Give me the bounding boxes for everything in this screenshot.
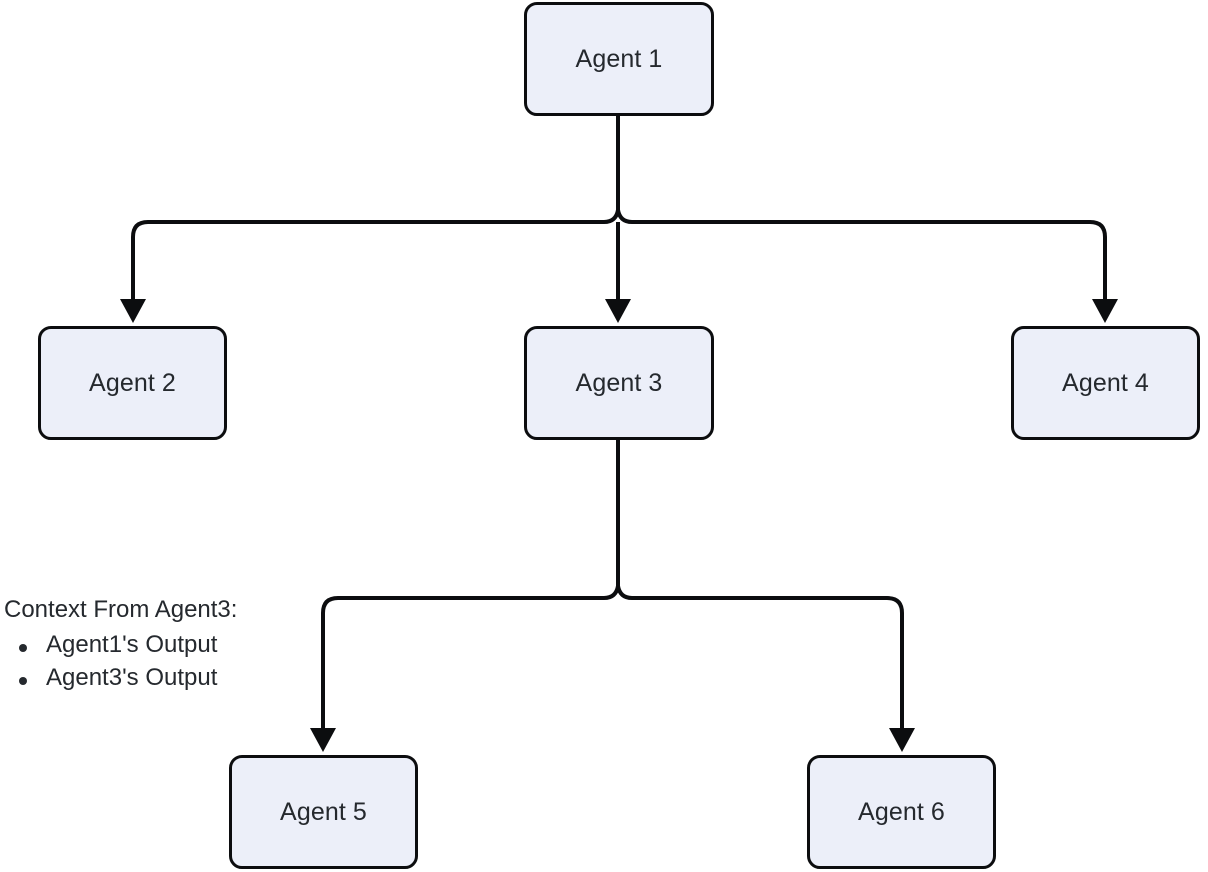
node-agent6-label: Agent 6 [858,797,945,826]
edge-agent1-agent4 [1089,220,1107,300]
context-annotation-list: Agent1's Output Agent3's Output [0,632,330,690]
edge-agent1-agent2 [131,220,149,300]
context-annotation: Context From Agent3: Agent1's Output Age… [0,596,330,690]
edge-fanout-bar-right [616,209,633,224]
arrowhead-to-agent6 [889,728,915,752]
arrowhead-to-agent2 [120,299,146,323]
arrowhead-to-agent3 [605,299,631,323]
node-agent4[interactable]: Agent 4 [1011,326,1200,440]
arrowhead-to-agent5 [310,728,336,752]
node-agent5-label: Agent 5 [280,797,367,826]
node-agent4-label: Agent 4 [1062,368,1149,397]
node-agent6[interactable]: Agent 6 [807,755,996,869]
context-annotation-item: Agent3's Output [0,665,330,690]
edge-fanout2-bar-right [616,585,633,600]
node-agent1-label: Agent 1 [575,44,663,73]
edge-fanout-bar-left [603,209,620,224]
context-annotation-title: Context From Agent3: [4,596,238,623]
arrowhead-to-agent4 [1092,299,1118,323]
node-agent1[interactable]: Agent 1 [524,2,714,116]
context-annotation-item: Agent1's Output [0,632,330,657]
node-agent2-label: Agent 2 [89,368,176,397]
node-agent5[interactable]: Agent 5 [229,755,418,869]
node-agent2[interactable]: Agent 2 [38,326,227,440]
edge-agent3-agent6 [886,596,904,729]
edge-fanout2-bar-left [603,585,620,600]
node-agent3-label: Agent 3 [575,368,663,397]
node-agent3[interactable]: Agent 3 [524,326,714,440]
